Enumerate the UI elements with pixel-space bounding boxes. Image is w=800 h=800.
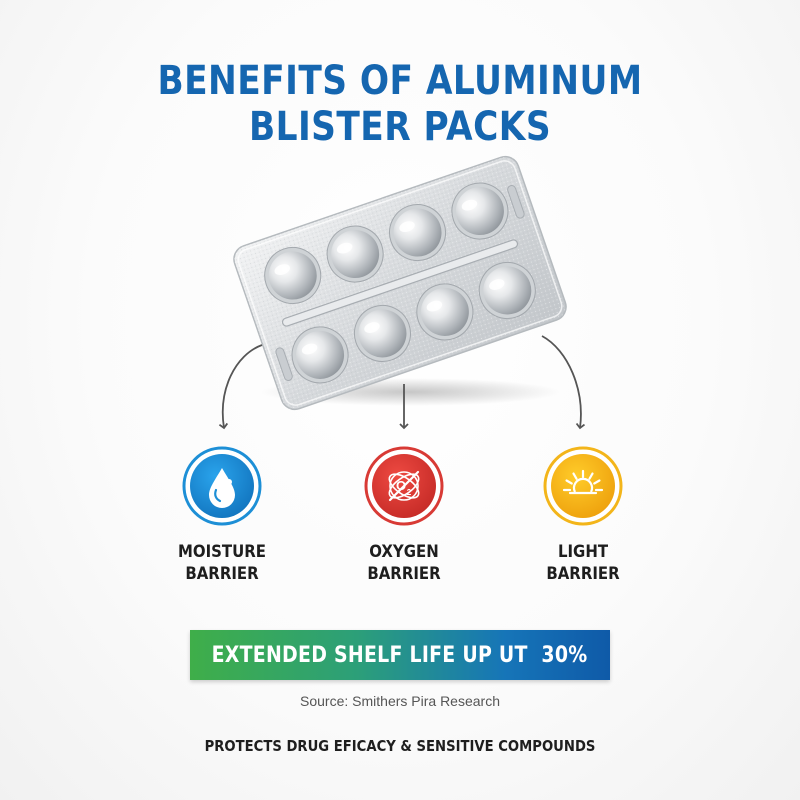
sun-ray [565,479,573,485]
blister-pack [233,155,567,411]
oxygen-label-line-1: OXYGEN [369,542,439,562]
pill [478,261,536,319]
sun-icon [543,446,623,526]
pill [416,283,474,341]
page-title: BENEFITS OF ALUMINUM BLISTER PACKS [56,58,744,150]
title-line-2: BLISTER PACKS [248,104,552,150]
oxygen-subscript: 2 [407,488,412,497]
title-line-1: BENEFITS OF ALUMINUM [157,58,643,104]
arrow-to-light [541,335,586,430]
light-label-line-1: LIGHT [557,542,609,562]
pill [326,225,384,283]
oxygen-symbol: O [396,478,406,493]
pill [353,304,411,362]
arrow-to-moisture [218,344,263,430]
light-barrier-label: LIGHT BARRIER [495,541,671,585]
source-note: Source: Smithers Pira Research [300,693,500,709]
footer-text: PROTECTS DRUG EFICACY & SENSITIVE COMPOU… [204,737,596,755]
sun-ray [588,472,594,480]
moisture-label-line-1: MOISTURE [177,542,267,562]
shelf-life-banner: EXTENDED SHELF LIFE UP UT 30% [190,630,610,680]
pill [264,247,322,305]
shelf-life-text: EXTENDED SHELF LIFE UP UT 30% [212,642,588,668]
sun-ray [593,479,601,485]
arrows [218,335,586,430]
oxygen-molecule-icon: O 2 [364,446,444,526]
light-label-line-2: BARRIER [546,564,620,584]
pill [451,182,509,240]
oxygen-label-line-2: BARRIER [367,564,441,584]
pill [389,204,447,262]
pill [291,326,349,384]
moisture-label-line-2: BARRIER [185,564,259,584]
oxygen-barrier-label: OXYGEN BARRIER [316,541,492,585]
pill-grid [264,182,536,384]
sun-ray [572,472,578,480]
water-drop-icon [182,446,262,526]
moisture-barrier-label: MOISTURE BARRIER [134,541,310,585]
